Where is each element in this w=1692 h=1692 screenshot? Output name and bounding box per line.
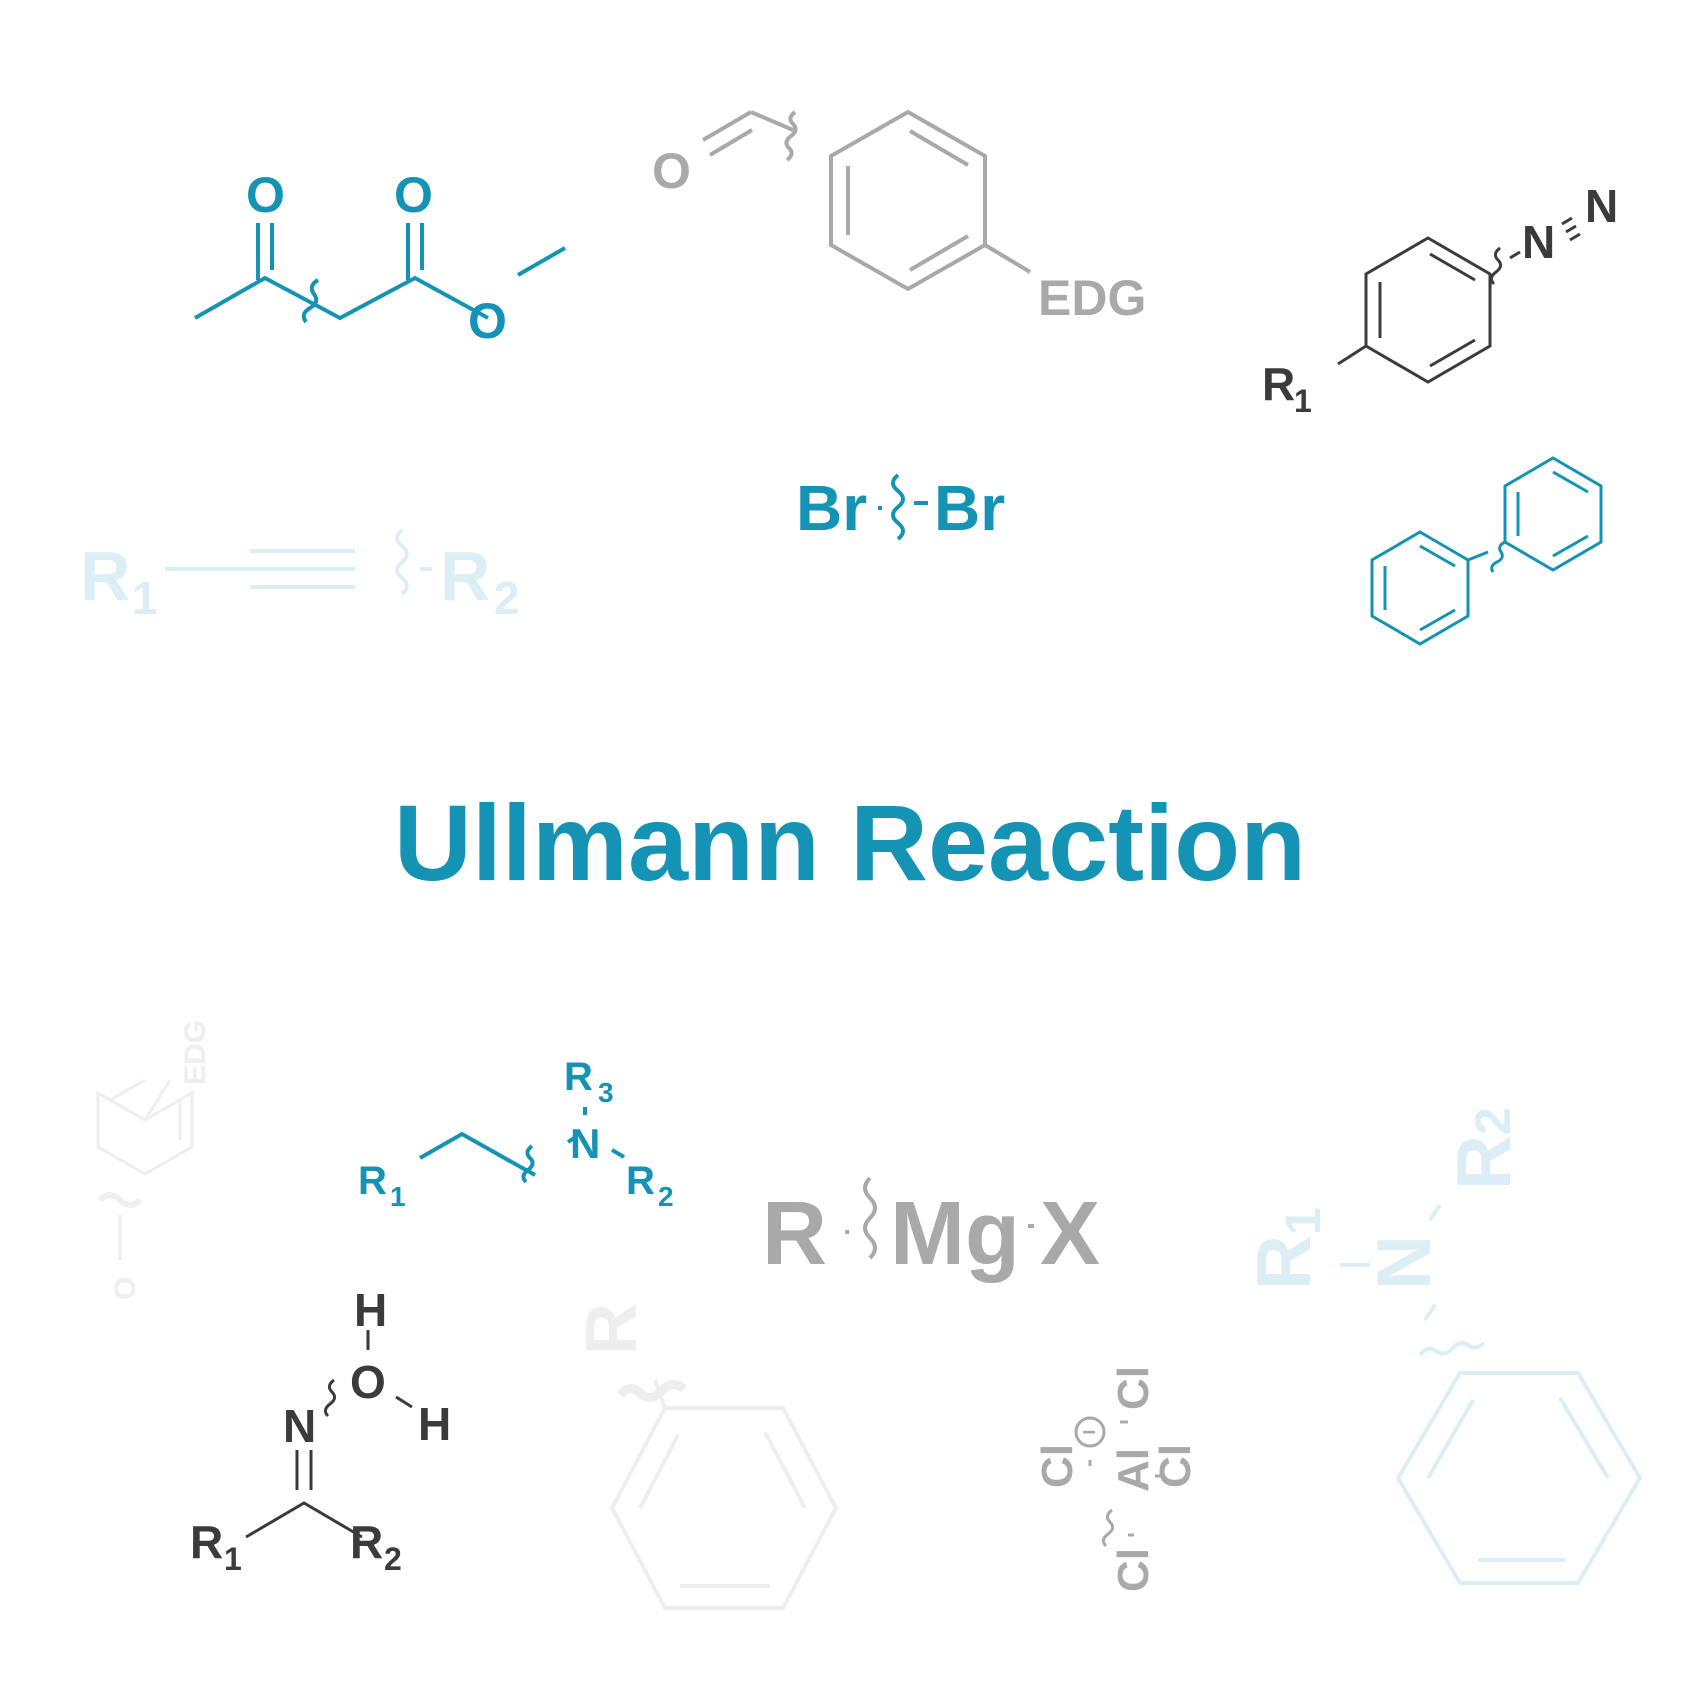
water-hydrogen-top: H xyxy=(354,1284,387,1336)
wavy-bond-icon xyxy=(863,1176,877,1260)
oxime-r2-subscript: 2 xyxy=(384,1541,402,1577)
wavy-bond-icon xyxy=(891,473,905,541)
oxime-nitrogen: N xyxy=(283,1400,316,1452)
diazonium-n1: N xyxy=(1522,216,1555,268)
oxime-r2: R xyxy=(350,1516,383,1568)
ketoester-structure: O O O xyxy=(194,167,566,349)
wavy-bond-icon xyxy=(323,1378,337,1418)
wavy-bond-icon xyxy=(521,1144,535,1184)
amine-r1: R xyxy=(358,1159,387,1203)
faded-edg-benzene-structure: EDG O xyxy=(96,1020,212,1300)
amine-structure: R 1 N R 2 R 3 xyxy=(358,1055,674,1212)
grignard-magnesium: Mg xyxy=(890,1184,1020,1284)
ketone-oxygen: O xyxy=(246,167,285,223)
wavy-bond-icon xyxy=(97,1192,143,1208)
grignard-r: R xyxy=(762,1184,827,1284)
ester-ether-oxygen: O xyxy=(468,293,507,349)
faded-amine-r1-subscript: 1 xyxy=(1275,1207,1331,1235)
alkyne-r1-subscript: 1 xyxy=(132,572,158,624)
tetrachloroaluminate-structure: Cl Cl Cl Cl Al − xyxy=(1033,1366,1200,1592)
aldehyde-oxygen: O xyxy=(652,143,691,199)
amine-nitrogen: N xyxy=(570,1120,600,1167)
oxime-water-structure: H O H N R 1 R 2 xyxy=(190,1284,451,1577)
amine-r3: R xyxy=(564,1055,593,1099)
aluminum-atom: Al xyxy=(1109,1448,1158,1492)
amine-r2-subscript: 2 xyxy=(658,1181,674,1212)
ester-carbonyl-oxygen: O xyxy=(394,167,433,223)
alkyne-r2-subscript: 2 xyxy=(494,572,520,624)
negative-charge-icon xyxy=(1074,1416,1106,1448)
bromine-atom-left: Br xyxy=(796,472,867,544)
wavy-bond-icon xyxy=(301,278,320,324)
wavy-bond-icon xyxy=(395,528,409,596)
bromine-atom-right: Br xyxy=(934,472,1005,544)
oxime-r1: R xyxy=(190,1516,223,1568)
water-hydrogen-right: H xyxy=(418,1398,451,1450)
faded-edg-label: EDG xyxy=(179,1020,212,1085)
diazonium-n2: N xyxy=(1585,180,1618,232)
wavy-bond-icon xyxy=(616,1380,687,1402)
chlorine-left: Cl xyxy=(1033,1444,1082,1488)
diazonium-structure: N N R 1 xyxy=(1262,180,1618,419)
edg-label: EDG xyxy=(1038,270,1146,326)
diazonium-r: R xyxy=(1262,358,1295,410)
grignard-structure: R Mg X xyxy=(762,1176,1100,1284)
grignard-halide: X xyxy=(1040,1184,1100,1284)
chlorine-bottom: Cl xyxy=(1109,1548,1158,1592)
chlorine-right: Cl xyxy=(1151,1444,1200,1488)
alkyne-structure: R 1 R 2 xyxy=(80,528,520,624)
water-oxygen: O xyxy=(350,1356,386,1408)
biphenyl-structure xyxy=(1370,456,1603,646)
wavy-bond-icon xyxy=(1467,540,1506,573)
faded-amine-r2-subscript: 2 xyxy=(1465,1107,1521,1135)
amine-r3-subscript: 3 xyxy=(598,1077,614,1108)
aldehyde-edg-structure: O EDG xyxy=(652,109,1146,326)
faded-oxygen-label: O xyxy=(109,1277,142,1300)
faded-amine-r1: R xyxy=(1242,1235,1327,1290)
chlorine-top: Cl xyxy=(1109,1366,1158,1410)
faded-r-label: R xyxy=(572,1303,652,1355)
wavy-bond-icon xyxy=(1418,1340,1486,1357)
amine-r1-subscript: 1 xyxy=(390,1181,406,1212)
oxime-r1-subscript: 1 xyxy=(224,1541,242,1577)
diazonium-r-subscript: 1 xyxy=(1294,383,1312,419)
faded-amine-benzene-structure: R 1 N R 2 xyxy=(1242,1107,1643,1585)
wavy-bond-icon xyxy=(1489,246,1503,286)
charge-sign: − xyxy=(1082,1419,1096,1446)
amine-r2: R xyxy=(626,1159,655,1203)
alkyne-r1: R xyxy=(80,537,131,615)
bromine-structure: Br Br xyxy=(796,472,1005,544)
faded-r-benzene-structure: R xyxy=(572,1303,839,1610)
faded-amine-n: N xyxy=(1362,1235,1447,1290)
wavy-bond-icon xyxy=(1101,1508,1115,1548)
wavy-bond-icon xyxy=(784,110,798,162)
alkyne-r2: R xyxy=(440,537,491,615)
faded-amine-r2: R xyxy=(1442,1135,1527,1190)
page-title: Ullmann Reaction xyxy=(394,782,1306,903)
